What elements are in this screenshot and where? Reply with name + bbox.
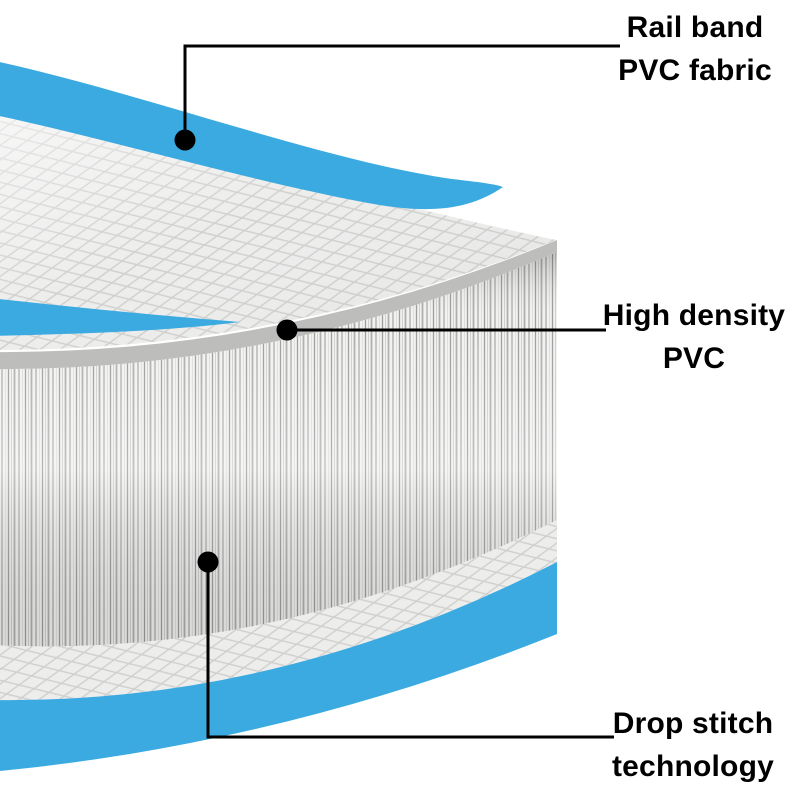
- label-rail-band: Rail band PVC fabric: [595, 6, 795, 92]
- callout-dot-drop-stitch: [197, 551, 219, 573]
- label-line: High density: [602, 299, 786, 332]
- rail-band-side-shape: [0, 299, 240, 336]
- label-line: Rail band: [626, 11, 764, 44]
- label-line: PVC: [662, 342, 726, 375]
- callout-dot-high-density: [276, 319, 298, 341]
- rail-band-bottom-shape: [0, 562, 557, 772]
- callout-dot-rail-band: [174, 129, 196, 151]
- callout-line-drop-stitch: [206, 562, 614, 739]
- label-line: technology: [611, 750, 774, 783]
- label-line: PVC fabric: [618, 54, 772, 87]
- label-line: Drop stitch: [612, 707, 774, 740]
- label-high-density: High density PVC: [584, 294, 800, 380]
- rail-band-top-shape: [0, 62, 503, 210]
- top-surface-sheen: [0, 107, 556, 350]
- label-drop-stitch: Drop stitch technology: [583, 702, 800, 788]
- bottom-surface: [0, 520, 557, 701]
- top-surface-edge: [0, 240, 557, 370]
- callout-line-rail-band: [183, 44, 620, 140]
- threads-shading: [0, 252, 557, 647]
